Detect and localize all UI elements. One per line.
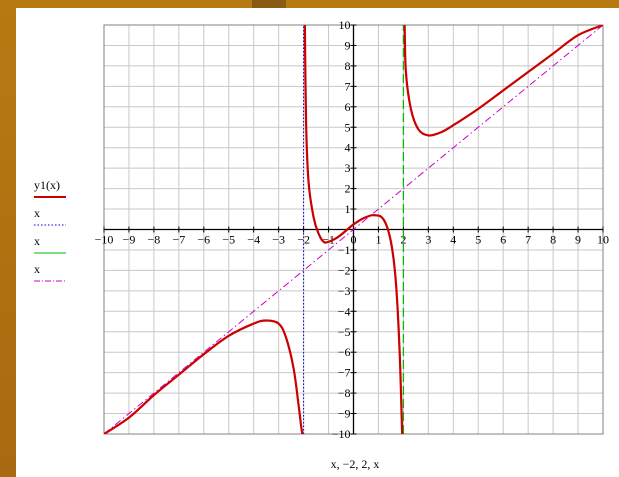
legend-swatch-dashdot bbox=[34, 280, 66, 282]
series-line-dashdot bbox=[104, 25, 603, 434]
y-tick-label: 4 bbox=[345, 141, 351, 155]
y-tick-label: 8 bbox=[345, 59, 351, 73]
x-tick-label: −3 bbox=[272, 233, 285, 247]
x-tick-label: 1 bbox=[375, 233, 381, 247]
x-axis-caption: x, −2, 2, x bbox=[330, 457, 380, 471]
legend-item-x-dotted: x bbox=[34, 206, 94, 234]
x-tick-label: 8 bbox=[550, 233, 556, 247]
x-tick-label: −2 bbox=[297, 233, 310, 247]
series-y1-branch-1 bbox=[104, 319, 304, 434]
legend-swatch-dashed bbox=[34, 252, 66, 254]
x-tick-label: 2 bbox=[400, 233, 406, 247]
legend-item-x-dashdot: x bbox=[34, 262, 94, 290]
x-tick-label: 7 bbox=[525, 233, 531, 247]
x-tick-label: 10 bbox=[597, 233, 609, 247]
y-tick-label: −9 bbox=[338, 407, 351, 421]
legend-item-y1: y1(x) bbox=[34, 178, 94, 206]
y-tick-label: 1 bbox=[345, 202, 351, 216]
y-tick-label: −7 bbox=[338, 366, 351, 380]
legend-swatch-solid bbox=[34, 196, 66, 198]
y-tick-label: −8 bbox=[338, 386, 351, 400]
y-tick-label: 7 bbox=[345, 79, 351, 93]
series-y1-branch-3 bbox=[403, 25, 603, 137]
x-tick-label: 3 bbox=[425, 233, 431, 247]
x-tick-label: 5 bbox=[475, 233, 481, 247]
y-tick-label: 6 bbox=[345, 100, 351, 114]
x-tick-label: −4 bbox=[247, 233, 260, 247]
x-tick-label: −8 bbox=[148, 233, 161, 247]
y-tick-label: −1 bbox=[338, 243, 351, 257]
frame-accent bbox=[252, 0, 286, 8]
legend: y1(x) x x x bbox=[34, 178, 94, 290]
series-y1-branch-2 bbox=[303, 25, 404, 434]
x-tick-label: 9 bbox=[575, 233, 581, 247]
legend-label: x bbox=[34, 262, 40, 276]
legend-label: y1(x) bbox=[34, 178, 60, 192]
legend-item-x-dashed: x bbox=[34, 234, 94, 262]
x-tick-label: 4 bbox=[450, 233, 456, 247]
x-tick-label: −10 bbox=[95, 233, 114, 247]
x-tick-label: −7 bbox=[172, 233, 185, 247]
legend-label: x bbox=[34, 206, 40, 220]
y-tick-label: 9 bbox=[345, 38, 351, 52]
x-tick-label: −5 bbox=[222, 233, 235, 247]
y-tick-label: −10 bbox=[332, 427, 351, 441]
y-tick-label: 10 bbox=[339, 18, 351, 32]
x-tick-label: −9 bbox=[123, 233, 136, 247]
x-tick-label: 6 bbox=[500, 233, 506, 247]
y-tick-label: −3 bbox=[338, 284, 351, 298]
x-tick-label: −6 bbox=[197, 233, 210, 247]
y-tick-label: −6 bbox=[338, 345, 351, 359]
y-tick-label: 2 bbox=[345, 182, 351, 196]
legend-swatch-dotted bbox=[34, 224, 66, 226]
y-tick-label: −2 bbox=[338, 263, 351, 277]
y-tick-label: −5 bbox=[338, 325, 351, 339]
y-tick-label: −4 bbox=[338, 304, 351, 318]
x-tick-label: 0 bbox=[351, 233, 357, 247]
legend-label: x bbox=[34, 234, 40, 248]
y-tick-label: 3 bbox=[345, 161, 351, 175]
y-tick-label: 5 bbox=[345, 120, 351, 134]
